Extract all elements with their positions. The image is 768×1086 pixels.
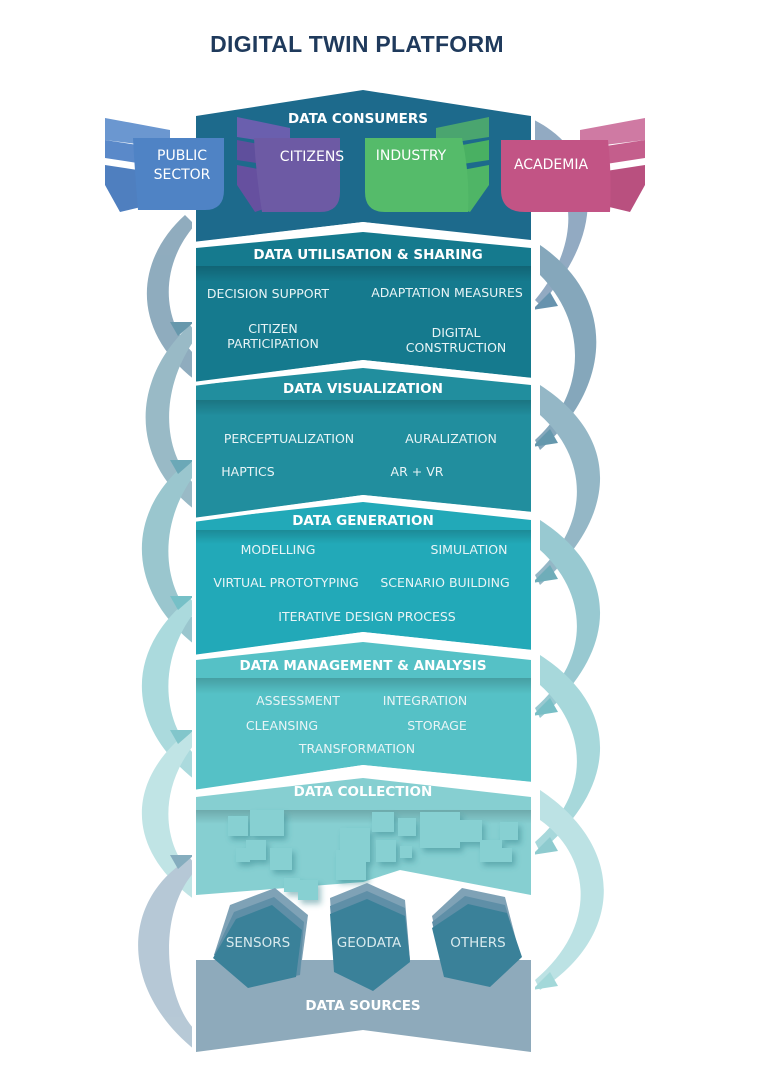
layer-item: SIMULATION (431, 542, 508, 557)
arrow-right-2 (532, 429, 558, 447)
layer-item: INTEGRATION (383, 693, 468, 708)
layer-item: AURALIZATION (405, 431, 497, 446)
layer-title: DATA UTILISATION & SHARING (253, 247, 482, 263)
consumer-citizens[interactable]: CITIZENS (237, 117, 344, 212)
layer-item: AR + VR (391, 464, 444, 479)
layer-data-collection: DATA COLLECTION (196, 778, 531, 900)
source-label: SENSORS (226, 935, 290, 951)
ribbon-left-3 (141, 460, 198, 645)
layer-item: DECISION SUPPORT (207, 286, 329, 301)
layer-item: ITERATIVE DESIGN PROCESS (278, 609, 456, 624)
layer-item: STORAGE (407, 718, 467, 733)
layer-item: CITIZEN (248, 321, 298, 336)
consumer-label: ACADEMIA (514, 157, 589, 173)
layer-item: VIRTUAL PROTOTYPING (213, 575, 358, 590)
ribbon-left-6 (138, 858, 198, 1050)
layer-item: CONSTRUCTION (406, 340, 507, 355)
source-sensors[interactable]: SENSORS (213, 888, 308, 988)
consumer-label: PUBLIC (157, 148, 207, 164)
layer-item: TRANSFORMATION (298, 741, 415, 756)
source-others[interactable]: OTHERS (432, 888, 522, 987)
ribbon-left-4 (141, 598, 198, 780)
layer-data-generation: DATA GENERATION MODELLING SIMULATION VIR… (196, 502, 531, 655)
layer-data-consumers: DATA CONSUMERS (196, 90, 531, 242)
source-label: GEODATA (337, 935, 402, 951)
arrow-right-3 (532, 565, 558, 583)
source-geodata[interactable]: GEODATA (330, 883, 410, 991)
ribbon-left-5 (141, 730, 198, 900)
ribbon-right-3 (535, 385, 601, 585)
layer-item: MODELLING (241, 542, 316, 557)
ribbon-right-4 (535, 520, 601, 718)
flow-ribbons (138, 118, 604, 1050)
arrow-right-6 (532, 972, 558, 990)
ribbon-right-6 (535, 790, 604, 990)
arrow-left-2 (170, 460, 194, 474)
layer-item: ADAPTATION MEASURES (371, 285, 523, 300)
layer-title: DATA CONSUMERS (288, 111, 428, 127)
layer-data-sources: DATA SOURCES (196, 960, 531, 1052)
layer-data-utilisation: DATA UTILISATION & SHARING DECISION SUPP… (196, 232, 531, 382)
arrow-left-5 (170, 855, 194, 869)
layer-item: PERCEPTUALIZATION (224, 431, 354, 446)
arrow-right-1 (532, 292, 558, 310)
page-title: DIGITAL TWIN PLATFORM (210, 31, 504, 57)
column-separators (192, 118, 535, 1054)
layer-title: DATA COLLECTION (294, 784, 433, 800)
layer-item: CLEANSING (246, 718, 318, 733)
consumer-label: INDUSTRY (376, 148, 447, 164)
consumer-label: CITIZENS (280, 149, 344, 165)
consumer-public-sector[interactable]: PUBLIC SECTOR (105, 118, 224, 212)
layer-item: ASSESSMENT (256, 693, 340, 708)
layer-item: PARTICIPATION (227, 336, 319, 351)
layer-data-visualization: DATA VISUALIZATION PERCEPTUALIZATION AUR… (196, 368, 531, 518)
ribbon-right-5 (535, 655, 601, 852)
layer-title: DATA VISUALIZATION (283, 381, 443, 397)
arrow-left-4 (170, 730, 194, 744)
layer-item: HAPTICS (221, 464, 275, 479)
arrow-right-4 (532, 698, 558, 716)
arrow-right-5 (532, 837, 558, 855)
ribbon-left-2 (145, 325, 198, 510)
consumer-academia[interactable]: ACADEMIA (501, 118, 645, 212)
layer-data-management: DATA MANAGEMENT & ANALYSIS ASSESSMENT IN… (196, 642, 531, 790)
layer-item: DIGITAL (432, 325, 481, 340)
ribbon-right-2 (535, 245, 597, 450)
consumer-label: SECTOR (154, 167, 211, 183)
source-label: OTHERS (450, 935, 506, 951)
layer-title: DATA GENERATION (292, 513, 434, 529)
layer-title: DATA MANAGEMENT & ANALYSIS (239, 658, 486, 674)
data-particles (228, 810, 518, 900)
arrow-left-3 (170, 596, 194, 610)
layer-item: SCENARIO BUILDING (380, 575, 509, 590)
consumer-industry[interactable]: INDUSTRY (365, 117, 489, 212)
layer-title: DATA SOURCES (305, 998, 420, 1014)
ribbon-left-1 (146, 215, 195, 380)
arrow-left-1 (170, 322, 194, 336)
